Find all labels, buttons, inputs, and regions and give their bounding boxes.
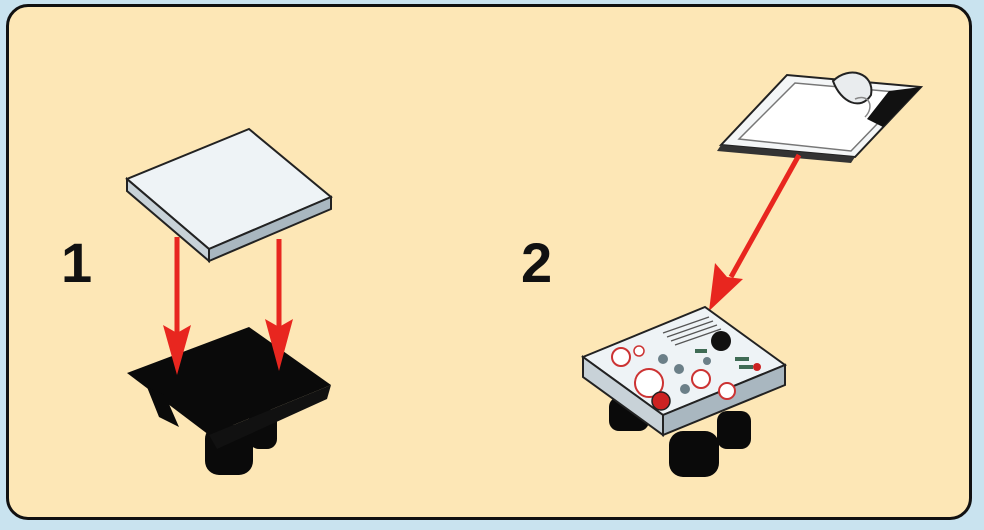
illustration — [125, 71, 924, 477]
sticker-sheet-icon — [717, 71, 924, 163]
down-arrow-icon — [163, 237, 293, 375]
control-panel-tile-icon — [580, 305, 788, 437]
step-2-number: 2 — [521, 231, 553, 294]
tile-icon — [125, 127, 333, 264]
black-base-icon — [127, 327, 331, 475]
down-arrow-icon — [709, 153, 802, 311]
instruction-panel: 1 2 — [6, 4, 972, 520]
step-1-number: 1 — [61, 231, 93, 294]
